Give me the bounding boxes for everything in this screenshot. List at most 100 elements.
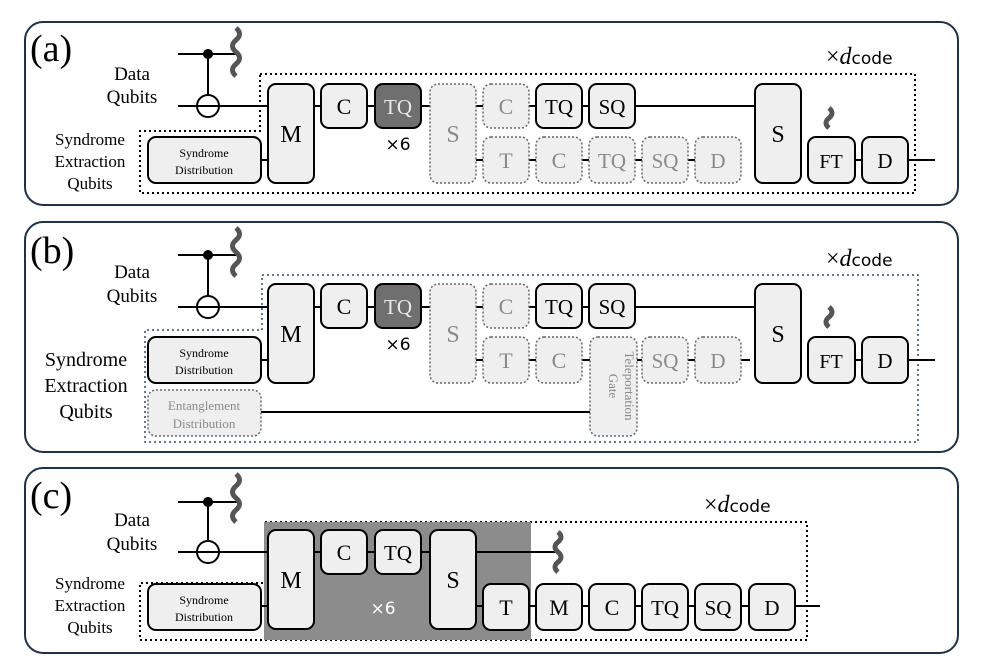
panel-c-gate-t	[482, 583, 530, 631]
panel-c-gate-m1-label: M	[280, 568, 301, 594]
panel-a-times6: ×6	[385, 135, 410, 155]
panel-c-gate-c1-label: C	[337, 540, 352, 565]
panel-a-syndrome-label-1: Syndrome	[55, 130, 125, 149]
panel-a-gate-d2	[861, 136, 909, 184]
panel-b-gate-t-label: T	[499, 348, 513, 373]
panel-a-gate-s2-label: S	[771, 122, 784, 148]
panel-a-label: (a)	[30, 28, 72, 70]
panel-a-ft-wiggle	[823, 106, 835, 130]
panel-a-gate-ft-label: FT	[819, 151, 842, 173]
panel-b-gate-sq2-label: SQ	[652, 349, 679, 373]
panel-a-syndrome-label-2: Extraction	[55, 152, 126, 171]
panel-c-gate-d-label: D	[764, 596, 779, 620]
panel-a-gate-ft	[807, 136, 856, 184]
panel-a-syndrome-box-line2: Distribution	[175, 163, 233, 177]
panel-a-gate-d1-label: D	[710, 149, 725, 173]
panel-a-frame	[24, 21, 959, 206]
panel-b-gate-c3-label: C	[552, 348, 567, 373]
panel-c-gate-s-label: S	[446, 568, 459, 594]
panel-c-data-label-1: Data	[114, 510, 150, 531]
panel-b-entanglement-distribution-box	[147, 389, 262, 437]
panel-a-gate-s1-label: S	[446, 122, 459, 148]
panel-a-gate-tq3	[588, 136, 636, 184]
panel-c-gate-d	[748, 583, 796, 631]
panel-a-gate-c3-label: C	[552, 148, 567, 173]
panel-c-wiggle	[552, 530, 564, 574]
panel-a-gate-tq-dark-label: TQ	[384, 95, 412, 119]
panel-c-gate-s	[429, 529, 477, 630]
panel-a-gate-c1-label: C	[337, 94, 352, 119]
panel-b-frame	[24, 221, 959, 453]
panel-b-gate-s1	[429, 283, 477, 384]
panel-b-gate-m	[267, 283, 315, 384]
panel-a-gate-t-label: T	[499, 148, 513, 173]
panel-c-gate-c2	[588, 583, 636, 631]
panel-b-syndrome-label-2: Extraction	[44, 375, 127, 397]
panel-c-dotted-region	[139, 521, 808, 641]
panel-a-syndrome-box-line1: Syndrome	[179, 146, 228, 160]
panel-a-data-label-2: Qubits	[107, 87, 158, 108]
panel-c-gate-m1	[267, 529, 315, 630]
panel-b-gate-tq-dark	[374, 283, 422, 329]
panel-a-gate-t	[482, 136, 530, 184]
panel-c-cnot-control	[203, 497, 213, 507]
panel-b-syndrome-label-1: Syndrome	[45, 349, 127, 371]
panel-a-gate-m-label: M	[280, 122, 301, 148]
panel-c-syndrome-box-line2: Distribution	[175, 610, 233, 624]
panel-c-gate-c1	[320, 529, 368, 575]
panel-a-gate-s2	[754, 83, 802, 184]
panel-b-gate-tq2-label: TQ	[545, 295, 573, 319]
panel-b-gate-teleport-line2: Teleportation	[622, 351, 637, 421]
panel-a-gate-m	[267, 83, 315, 184]
panel-b-gate-tq-dark-label: TQ	[384, 295, 412, 319]
panel-a-gate-sq2-label: SQ	[652, 149, 679, 173]
panel-c-gate-tq2	[641, 583, 689, 631]
panel-c-times6: ×6	[370, 599, 395, 619]
panel-a-gate-tq2	[535, 83, 583, 129]
panel-c-gate-m2	[535, 583, 583, 631]
panel-b-gate-sq2	[641, 336, 689, 384]
panel-b-gate-c1-label: C	[337, 294, 352, 319]
panel-b-gate-d2	[861, 336, 909, 384]
panel-a-gate-sq1-label: SQ	[599, 95, 626, 119]
panel-c-gate-t-label: T	[499, 595, 513, 620]
panel-b-gate-c2-label: C	[499, 294, 514, 319]
panel-b-label: (b)	[30, 230, 74, 272]
panel-a-syndrome-distribution-box	[147, 136, 262, 184]
panel-c-label: (c)	[30, 475, 72, 517]
panel-a-repeat: ×dcode	[826, 44, 893, 70]
panel-b-gate-tq2	[535, 283, 583, 329]
panel-c-decoherence-wiggle	[230, 472, 242, 524]
panel-a-cnot-control	[203, 49, 213, 59]
panel-c-gate-c2-label: C	[605, 595, 620, 620]
panel-b: (b) ×dcode Data Qubits Syndrome Extracti…	[24, 221, 959, 453]
panel-b-gate-teleportation	[589, 336, 638, 437]
panel-b-gate-s1-label: S	[446, 322, 459, 348]
panel-c: (c) ×dcode Data Qubits Syndrome Extracti…	[24, 467, 959, 654]
panel-b-gate-c3	[535, 336, 583, 384]
panel-b-gate-d1	[694, 336, 742, 384]
panel-a-gate-d1	[694, 136, 742, 184]
panel-c-data-label-2: Qubits	[107, 534, 158, 555]
panel-a-data-label-1: Data	[114, 64, 150, 85]
panel-b-times6: ×6	[385, 335, 410, 355]
panel-b-cnot-control	[203, 250, 213, 260]
panel-b-gate-c2	[482, 283, 530, 329]
panel-a-syndrome-label-3: Qubits	[67, 174, 112, 193]
panel-c-gate-tq2-label: TQ	[651, 596, 679, 620]
panel-b-entangle-box-line2: Distribution	[173, 416, 236, 431]
panel-a-gate-sq1	[588, 83, 636, 129]
panel-a-gate-c2	[482, 83, 530, 129]
panel-c-gate-m2-label: M	[549, 595, 569, 620]
panel-a-gate-c3	[535, 136, 583, 184]
panel-b-gate-teleport-line1: Gate	[606, 374, 621, 399]
panel-a: (a) ×dcode Data Qubits Syndrome Extracti…	[24, 21, 959, 206]
panel-c-syndrome-label-3: Qubits	[67, 618, 112, 637]
panel-a-gate-d2-label: D	[877, 149, 892, 173]
panel-a-gate-c1	[320, 83, 368, 129]
panel-c-gate-tq1	[374, 529, 422, 575]
panel-b-repeat: ×dcode	[826, 246, 893, 272]
panel-b-ft-wiggle	[823, 305, 835, 329]
